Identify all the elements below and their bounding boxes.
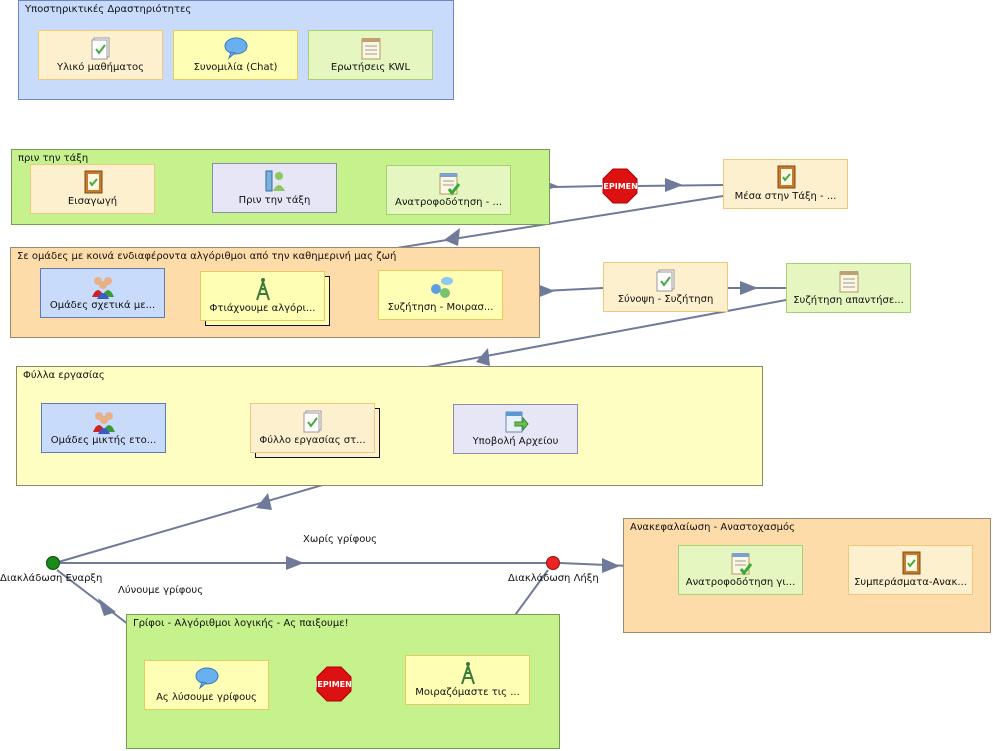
stop-label: ΠΕΡΙΜΕΝΕ	[316, 680, 352, 689]
node-chat[interactable]: Συνομιλία (Chat)	[173, 30, 298, 80]
notebook-icon	[84, 170, 102, 194]
node-make-algorithms[interactable]: Φτιάχνουμε αλγόρι...	[200, 271, 325, 321]
document-check-icon	[91, 37, 109, 60]
notebook-icon	[902, 551, 920, 575]
path-label-no-riddles: Χωρίς γρίφους	[303, 534, 378, 545]
notepad-icon	[839, 271, 858, 293]
stop-sign-icon[interactable]: ΠΕΡΙΜΕΝΕ	[602, 168, 638, 204]
node-label: Συνομιλία (Chat)	[193, 62, 278, 73]
node-label: Σύνοψη - Συζήτηση	[617, 294, 714, 305]
people-group-icon	[92, 412, 115, 434]
document-check-icon	[303, 410, 321, 433]
branch-end-node[interactable]	[546, 556, 560, 570]
notebook-icon	[777, 165, 795, 189]
chat-people-icon	[430, 277, 453, 298]
file-upload-icon	[505, 411, 529, 433]
node-label: Ερωτήσεις KWL	[330, 62, 411, 73]
node-introduction[interactable]: Εισαγωγή	[30, 164, 155, 214]
node-discuss-share[interactable]: Συζήτηση - Μοιρασ...	[378, 270, 503, 320]
notepad-icon	[361, 38, 380, 60]
node-label: Εισαγωγή	[67, 196, 118, 207]
speech-bubble-icon	[195, 667, 218, 690]
branch-start-node[interactable]	[46, 556, 60, 570]
node-feedback-2[interactable]: Ανατροφοδότηση γι...	[678, 545, 803, 595]
node-conclusions[interactable]: Συμπεράσματα-Ανακ...	[848, 545, 973, 595]
branch-start-label: Διακλάδωση Εναρξη	[0, 573, 103, 584]
document-check-icon	[656, 269, 674, 292]
node-course-material[interactable]: Υλικό μαθήματος	[38, 30, 163, 80]
stop-label: ΠΕΡΙΜΕΝΕ	[602, 182, 638, 191]
node-groups-related[interactable]: Ομάδες σχετικά με...	[40, 268, 165, 318]
branch-end-label: Διακλάδωση Λήξη	[508, 573, 599, 584]
node-label: Συμπεράσματα-Ανακ...	[854, 577, 967, 588]
antenna-icon	[255, 278, 270, 301]
node-label: Μοιραζόμαστε τις ...	[415, 687, 520, 698]
antenna-icon	[460, 662, 475, 685]
group-title: Φύλλα εργασίας	[23, 370, 105, 381]
node-worksheet[interactable]: Φύλλο εργασίας στ...	[250, 403, 375, 453]
path-label-solve-riddles: Λύνουμε γρίφους	[118, 585, 204, 596]
node-label: Μέσα στην Τάξη - ...	[734, 191, 837, 202]
node-label: Φτιάχνουμε αλγόρι...	[209, 303, 316, 314]
notepad-check-icon	[439, 173, 460, 196]
node-label: Ομάδες σχετικά με...	[49, 300, 156, 311]
node-before-class[interactable]: Πριν την τάξη	[212, 163, 337, 213]
node-in-class[interactable]: Μέσα στην Τάξη - ...	[723, 159, 848, 209]
person-books-icon	[265, 170, 285, 192]
node-label: Συζήτηση απαντήσε...	[793, 295, 904, 306]
node-kwl-questions[interactable]: Ερωτήσεις KWL	[308, 30, 433, 80]
node-label: Υλικό μαθήματος	[57, 62, 144, 73]
speech-bubble-icon	[224, 37, 247, 60]
node-label: Υποβολή Αρχείου	[472, 436, 559, 447]
node-share[interactable]: Μοιραζόμαστε τις ...	[405, 655, 530, 705]
node-label: Ας λύσουμε γρίφους	[156, 692, 257, 703]
people-group-icon	[91, 277, 114, 299]
node-label: Πριν την τάξη	[238, 195, 311, 206]
group-title: Ανακεφαλαίωση - Αναστοχασμός	[630, 522, 795, 533]
node-label: Συζήτηση - Μοιρασ...	[387, 302, 494, 313]
node-label: Ανατροφοδότηση γι...	[685, 577, 796, 588]
stop-sign-icon[interactable]: ΠΕΡΙΜΕΝΕ	[316, 666, 352, 702]
group-title: Υποστηρικτικές Δραστηριότητες	[25, 4, 192, 15]
node-label: Ανατροφοδότηση - ...	[395, 197, 502, 208]
node-discuss-answers[interactable]: Συζήτηση απαντήσε...	[786, 263, 911, 313]
group-title: Γρίφοι - Αλγόριθμοι λογικής - Ας παιξουμ…	[133, 618, 349, 629]
node-label: Ομάδες μικτής ετο...	[50, 435, 157, 446]
node-summary-discussion[interactable]: Σύνοψη - Συζήτηση	[603, 262, 728, 312]
notepad-check-icon	[731, 553, 752, 576]
node-submit-file[interactable]: Υποβολή Αρχείου	[453, 404, 578, 454]
node-feedback-1[interactable]: Ανατροφοδότηση - ...	[386, 165, 511, 215]
node-label: Φύλλο εργασίας στ...	[259, 435, 366, 446]
node-mixed-groups[interactable]: Ομάδες μικτής ετο...	[41, 403, 166, 453]
node-lets-solve-riddles[interactable]: Ας λύσουμε γρίφους	[144, 660, 269, 710]
group-title: Σε ομάδες με κοινά ενδιαφέροντα αλγόριθμ…	[17, 251, 397, 262]
group-title: πριν την τάξη	[18, 153, 89, 164]
